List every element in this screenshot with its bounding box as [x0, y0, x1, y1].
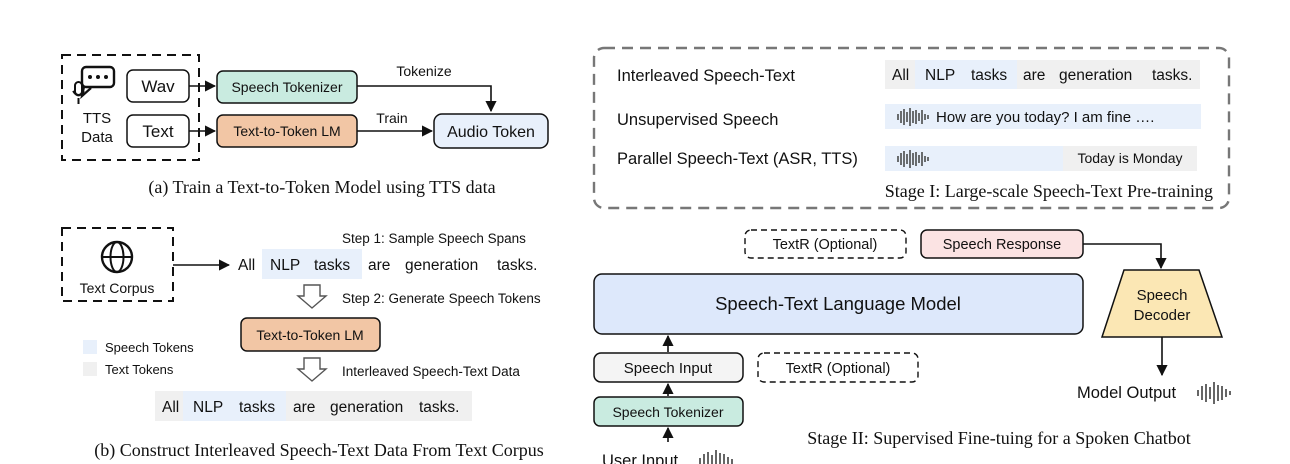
panel-b: Text Corpus Step 1: Sample Speech Spans …: [61, 227, 544, 461]
tts-label-2: Data: [81, 129, 113, 146]
speech-input-box: [593, 352, 744, 383]
speech-response-label: Speech Response: [943, 237, 1062, 253]
speech-tokenizer-label-a: Speech Tokenizer: [231, 79, 342, 95]
row1-sentence: All NLP tasks are generation tasks.: [892, 67, 1192, 84]
t2t-lm-label-a: Text-to-Token LM: [233, 123, 340, 139]
interleaved-label: Interleaved Speech-Text Data: [342, 364, 520, 379]
textr-optional-bottom: [757, 352, 919, 383]
caption-a: (a) Train a Text-to-Token Model using TT…: [148, 177, 495, 198]
caption-stage-1: Stage I: Large-scale Speech-Text Pre-tra…: [885, 181, 1213, 201]
caption-stage-2: Stage II: Supervised Fine-tuing for a Sp…: [807, 428, 1190, 448]
speech-span-highlight-b2: [183, 391, 286, 421]
decoder-label-1: Speech: [1137, 287, 1188, 304]
globe-icon: [100, 240, 134, 274]
speech-span-highlight: [915, 60, 1017, 89]
textr-bottom-label: TextR (Optional): [786, 361, 891, 377]
waveform-icon: [1197, 382, 1231, 404]
stage-1-frame: [592, 46, 1231, 210]
t2t-lm-box-b: [240, 317, 381, 352]
word: are: [368, 257, 390, 274]
speech-tokenizer-label-stage2: Speech Tokenizer: [612, 404, 723, 420]
arrow-tokenize: [357, 85, 497, 113]
word: All: [238, 257, 255, 274]
word: tasks.: [497, 257, 537, 274]
row3-text: Today is Monday: [1077, 150, 1182, 166]
waveform-icon: [897, 150, 929, 168]
text-corpus-label: Text Corpus: [80, 280, 155, 296]
speech-text-lm-label: Speech-Text Language Model: [715, 293, 961, 314]
speech-span-highlight: [885, 146, 1063, 171]
speech-tokenizer-box-a: [216, 70, 358, 104]
word: NLP: [193, 399, 223, 416]
t2t-lm-label-b: Text-to-Token LM: [256, 327, 363, 343]
row1-label: Interleaved Speech-Text: [617, 67, 795, 85]
stage-1-panel: Interleaved Speech-Text All NLP tasks ar…: [592, 46, 1231, 210]
sentence-b2: All NLP tasks are generation tasks.: [162, 399, 459, 416]
speech-span-highlight: [885, 104, 1201, 129]
caption-b: (b) Construct Interleaved Speech-Text Da…: [94, 440, 544, 461]
waveform-icon: [897, 108, 929, 126]
word: tasks: [239, 399, 275, 416]
tts-data-group: [61, 54, 200, 161]
model-output-label: Model Output: [1077, 384, 1176, 402]
word: All: [892, 67, 909, 84]
user-input-label: User Input: [602, 452, 679, 464]
arrow-response-decoder: [1083, 243, 1167, 270]
down-arrow-1: [296, 284, 328, 309]
legend-speech-swatch: [83, 340, 97, 354]
speech-tokenizer-box-stage2: [593, 396, 744, 427]
word: tasks: [314, 257, 350, 274]
textr-optional-top: [744, 229, 907, 259]
waveform-icon: [699, 450, 733, 464]
tts-label-1: TTS: [83, 110, 111, 127]
legend-speech-label: Speech Tokens: [105, 340, 194, 355]
word: All: [162, 399, 179, 416]
word: are: [293, 399, 315, 416]
word: tasks.: [1152, 67, 1192, 84]
sentence-b1: All NLP tasks are generation tasks.: [238, 257, 537, 274]
word: generation: [405, 257, 478, 274]
panel-a: TTS Data Wav Text Speech Tokenizer Text-…: [61, 54, 549, 198]
text-span-highlight: [1017, 60, 1200, 89]
wav-label: Wav: [141, 77, 175, 96]
audio-token-box: [433, 113, 549, 149]
audio-token-label: Audio Token: [447, 124, 535, 141]
tts-speech-icon: [72, 65, 116, 104]
decoder-label-2: Decoder: [1134, 307, 1191, 324]
step1-label: Step 1: Sample Speech Spans: [342, 231, 526, 246]
text-corpus-group: [61, 227, 174, 302]
word: generation: [1059, 67, 1132, 84]
text-span-highlight: [1063, 146, 1197, 171]
stage-2-panel: TextR (Optional) Speech Response Speech-…: [593, 229, 1231, 464]
text-span-highlight: [885, 60, 915, 89]
step2-label: Step 2: Generate Speech Tokens: [342, 291, 541, 306]
text-span-highlight: [155, 391, 183, 421]
down-arrow-2: [296, 357, 328, 382]
word: generation: [330, 399, 403, 416]
speech-decoder-shape: [1100, 269, 1224, 338]
speech-text-lm-box: [593, 273, 1084, 335]
row3-label: Parallel Speech-Text (ASR, TTS): [617, 150, 858, 168]
legend-text-label: Text Tokens: [105, 362, 174, 377]
row2-text: How are you today? I am fine ….: [936, 109, 1154, 126]
word: NLP: [925, 67, 955, 84]
tokenize-label: Tokenize: [396, 63, 451, 79]
speech-input-label: Speech Input: [624, 360, 713, 377]
text-label: Text: [142, 122, 173, 141]
word: are: [1023, 67, 1045, 84]
row2-label: Unsupervised Speech: [617, 111, 778, 129]
word: tasks: [971, 67, 1007, 84]
word: tasks.: [419, 399, 459, 416]
train-label: Train: [376, 110, 407, 126]
legend-text-swatch: [83, 362, 97, 376]
word: NLP: [270, 257, 300, 274]
text-span-highlight: [286, 391, 472, 421]
textr-top-label: TextR (Optional): [773, 237, 878, 253]
speech-span-highlight-b1: [262, 249, 362, 279]
